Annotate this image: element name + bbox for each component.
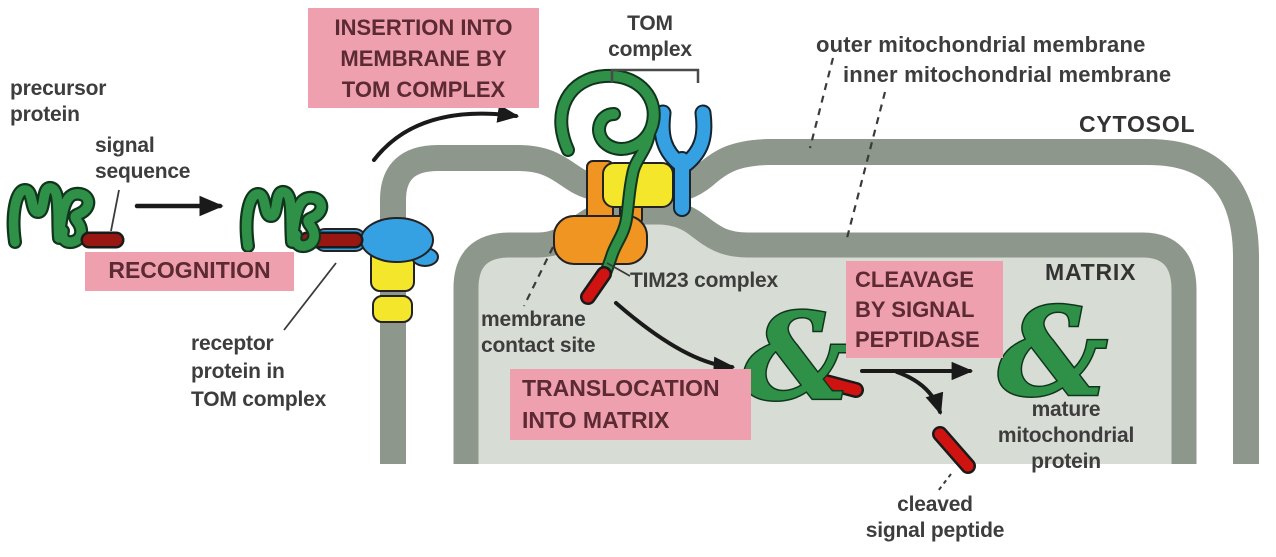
label-mature-protein: mature mitochondrial protein [997,398,1135,473]
cleaved-signal-peptide-rod [932,426,976,474]
mature-protein-glyph: & [998,280,1108,424]
label-receptor-protein: receptor protein in TOM complex [191,332,327,411]
leader-receptor [283,262,337,331]
label-tim23-complex: TIM23 complex [630,269,778,292]
step-insertion-box: INSERTION INTO MEMBRANE BY TOM COMPLEX [308,8,539,108]
process-arrows [134,104,974,416]
leader-membrane-contact [523,246,554,307]
import-receptor-fork [653,104,713,217]
leader-signal-sequence [110,189,120,232]
step-translocation-box: TRANSLOCATION INTO MATRIX [510,369,751,440]
leader-outer-membrane [808,57,835,149]
label-inner-membrane: inner mitochondrial membrane [843,62,1172,87]
label-precursor-protein: precursor protein [10,77,107,127]
translocating-protein-coil [554,68,661,279]
label-matrix: MATRIX [1045,259,1137,285]
label-outer-membrane: outer mitochondrial membrane [816,32,1146,57]
label-cleaved-signal-peptide: cleaved signal peptide [865,493,1005,542]
arrow-peptide-release [895,370,944,416]
precursor-protein-squiggle-2 [239,185,329,254]
label-tom-complex: TOM complex [608,12,692,62]
leader-cleaved-peptide [937,473,952,492]
step-recognition-box: RECOGNITION [85,252,294,291]
label-cytosol: CYTOSOL [1079,111,1196,137]
precursor-protein-squiggle [6,181,96,250]
label-membrane-contact-site: membrane contact site [481,308,596,357]
arrow-insertion [372,104,520,162]
label-signal-sequence: signal sequence [95,134,191,184]
leader-lines [110,57,952,492]
leader-tim23 [606,262,631,277]
arrow-translocation [614,301,736,375]
uncleaved-signal-rod [814,373,864,398]
step-cleavage-box: CLEAVAGE BY SIGNAL PEPTIDASE [846,261,1003,358]
translocated-protein-glyph: & [743,287,851,428]
signal-peptide-tip [580,266,612,305]
tom-complex-bracket [610,68,700,83]
